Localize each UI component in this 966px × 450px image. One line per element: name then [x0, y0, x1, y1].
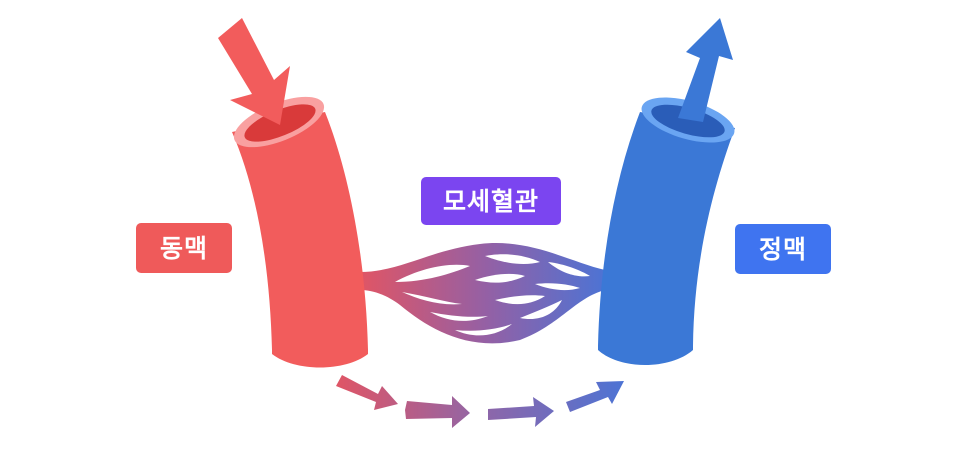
artery-body — [232, 112, 368, 368]
capillary-gaps — [395, 254, 590, 336]
vein-opening — [651, 104, 725, 138]
curved-arrow-chain-icon — [336, 375, 624, 428]
flow-arrow-3 — [488, 397, 554, 427]
flow-arrow-4 — [566, 381, 624, 412]
capillary-label: 모세혈관 — [421, 177, 561, 225]
capillary-body — [360, 243, 605, 344]
vein-body — [598, 112, 735, 365]
vein — [598, 18, 735, 365]
flow-arrow-2 — [405, 396, 470, 428]
arrow-down-right-icon — [218, 18, 290, 125]
artery-label: 동맥 — [136, 223, 232, 273]
arrow-up-right-icon — [678, 18, 733, 122]
capillary-network — [360, 243, 605, 344]
flow-arrow-1 — [336, 375, 398, 410]
artery — [218, 18, 368, 368]
vein-label: 정맥 — [735, 224, 831, 274]
